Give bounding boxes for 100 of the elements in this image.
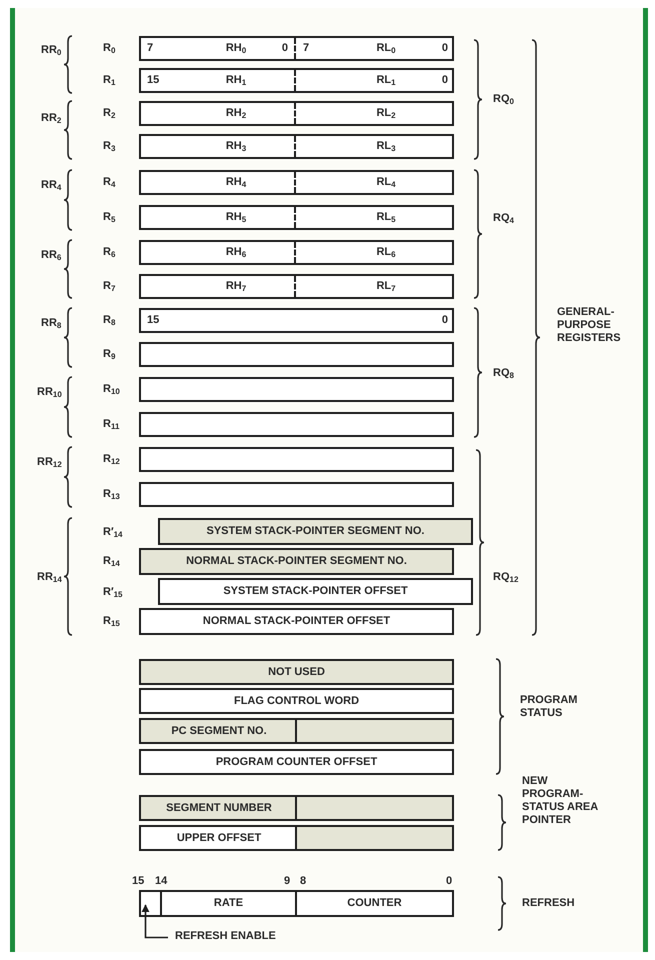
field-label: 15 <box>147 74 160 87</box>
register-name: R$_{6}$ <box>103 246 116 258</box>
register-label: SYSTEM STACK-POINTER OFFSET <box>223 585 408 598</box>
field-label: RL$_{7}$ <box>376 280 396 293</box>
register-box <box>139 795 454 821</box>
field-label: RL$_{0}$ <box>376 42 396 55</box>
register-label: SYSTEM STACK-POINTER SEGMENT NO. <box>206 525 424 538</box>
pair-label: RR$_{8}$ <box>41 317 62 330</box>
register-box <box>139 134 454 159</box>
register-box <box>139 36 454 61</box>
group-label: PROGRAM STATUS <box>520 694 578 720</box>
register-name: R$_{10}$ <box>103 382 120 396</box>
field-label: 7 <box>303 42 310 55</box>
register-name: R$_{15}$ <box>103 614 120 628</box>
register-box <box>139 608 454 635</box>
pair-label: RQ$_{4}$ <box>493 212 514 225</box>
register-box <box>139 447 454 472</box>
field-label: RH$_{1}$ <box>226 74 246 87</box>
register-box <box>139 749 454 775</box>
register-label: PROGRAM COUNTER OFFSET <box>216 756 378 768</box>
register-box <box>158 578 473 605</box>
field-label: RH$_{2}$ <box>226 107 246 120</box>
pair-label: RR$_{4}$ <box>41 179 62 192</box>
pair-label: RR$_{0}$ <box>41 44 62 57</box>
register-box <box>139 688 454 714</box>
register-name: R′$_{14}$ <box>103 526 122 539</box>
pair-label: RQ$_{12}$ <box>493 571 518 584</box>
pair-label: RR$_{10}$ <box>37 386 62 399</box>
field-label: RH$_{3}$ <box>226 140 246 153</box>
field-label: 0 <box>282 42 288 55</box>
pair-label: RR$_{12}$ <box>37 456 62 469</box>
register-name: R$_{13}$ <box>103 488 120 500</box>
register-label: SEGMENT NUMBER <box>166 802 272 814</box>
register-box <box>139 342 454 367</box>
register-box <box>158 518 473 545</box>
pair-label: RR$_{2}$ <box>41 112 62 125</box>
leader-arrow <box>142 904 168 938</box>
field-label: 0 <box>442 42 448 55</box>
pair-label: RQ$_{8}$ <box>493 367 514 380</box>
register-box <box>139 274 454 299</box>
register-label: RATE <box>214 897 244 910</box>
pair-label: RQ$_{0}$ <box>493 93 514 106</box>
register-box <box>139 170 454 195</box>
field-label: RL$_{5}$ <box>376 211 396 224</box>
field-label: 0 <box>442 314 448 327</box>
register-label: NORMAL STACK-POINTER SEGMENT NO. <box>186 555 407 568</box>
bit-number: 9 <box>284 875 290 888</box>
register-name: R′$_{15}$ <box>103 586 122 599</box>
bit-number: 0 <box>446 875 452 888</box>
register-name: R$_{4}$ <box>103 176 116 188</box>
register-name: R$_{9}$ <box>103 348 116 360</box>
register-label: NOT USED <box>268 666 325 678</box>
register-box <box>139 101 454 126</box>
register-name: R$_{3}$ <box>103 140 116 152</box>
register-box <box>295 890 454 917</box>
field-label: RL$_{1}$ <box>376 74 396 87</box>
pair-label: RR$_{14}$ <box>37 571 62 584</box>
register-name: R$_{14}$ <box>103 554 120 568</box>
bit-number: 8 <box>300 875 306 888</box>
field-label: RH$_{7}$ <box>226 280 246 293</box>
register-name: R$_{2}$ <box>103 106 116 120</box>
field-label: 15 <box>147 314 160 327</box>
register-label: COUNTER <box>347 897 402 910</box>
register-box <box>139 205 454 230</box>
register-label: NORMAL STACK-POINTER OFFSET <box>202 615 390 628</box>
register-box <box>139 377 454 402</box>
register-box <box>139 482 454 507</box>
bit-number: 14 <box>155 875 168 888</box>
register-name: R$_{0}$ <box>103 42 116 54</box>
register-label: PC SEGMENT NO. <box>171 724 267 738</box>
field-label: RL$_{2}$ <box>376 107 396 120</box>
register-box <box>139 308 454 333</box>
group-label: NEW PROGRAM-STATUS AREA POINTER <box>522 775 599 827</box>
field-label: RH$_{4}$ <box>226 176 246 189</box>
register-label: UPPER OFFSET <box>176 832 262 844</box>
register-box <box>160 890 297 917</box>
register-box <box>139 659 454 685</box>
register-name: R$_{11}$ <box>103 418 120 430</box>
group-label: GENERAL-PURPOSE REGISTERS <box>557 306 622 345</box>
register-name: R$_{1}$ <box>103 74 116 86</box>
bit-number: 15 <box>132 875 144 888</box>
register-box <box>139 240 454 265</box>
register-name: R$_{12}$ <box>103 452 120 466</box>
register-name: R$_{7}$ <box>103 280 116 292</box>
field-label: RH$_{0}$ <box>226 42 246 55</box>
annotation-label: REFRESH ENABLE <box>175 930 276 943</box>
register-box <box>139 825 454 851</box>
register-name: R$_{8}$ <box>103 314 116 326</box>
register-box <box>139 412 454 437</box>
pair-label: REFRESH <box>522 897 575 910</box>
field-label: RL$_{3}$ <box>376 140 396 153</box>
field-label: RL$_{6}$ <box>376 246 396 259</box>
register-box <box>139 68 454 93</box>
field-label: RH$_{5}$ <box>226 211 246 224</box>
register-name: R$_{5}$ <box>103 210 116 224</box>
register-box <box>139 718 454 744</box>
field-label: 0 <box>442 74 448 87</box>
field-label: 7 <box>147 42 154 55</box>
register-box <box>139 548 454 575</box>
register-label: FLAG CONTROL WORD <box>234 694 360 708</box>
